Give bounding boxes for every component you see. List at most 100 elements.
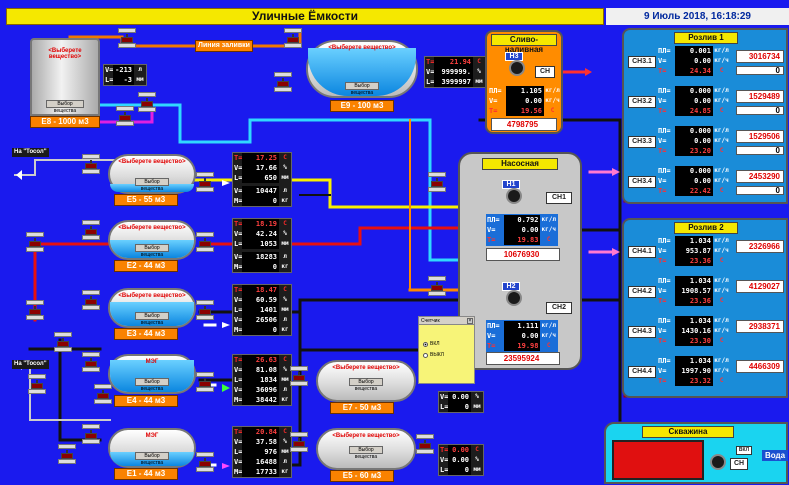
flowmeter-channel-button[interactable]: СН4.4 [628, 366, 656, 378]
unit: % [475, 456, 479, 463]
label-v: V= [489, 97, 498, 105]
valve[interactable] [26, 300, 44, 320]
e9-l-value: 3999997 [434, 77, 473, 87]
flowmeter-channel-button[interactable]: СН3.2 [628, 96, 656, 108]
pump-h2[interactable]: Н2 [502, 282, 528, 308]
valve[interactable] [54, 332, 72, 352]
tank-e4[interactable]: МЭГ Выбор вещества [108, 354, 196, 394]
close-icon[interactable]: × [467, 318, 473, 324]
select-substance-button[interactable]: Выбор вещества [135, 178, 169, 192]
channel-t-value: 24.34 [675, 66, 713, 76]
radio-on[interactable]: ВКЛ [423, 341, 474, 347]
select-substance-button[interactable]: Выбор вещества [46, 100, 84, 114]
select-substance-button[interactable]: Выбор вещества [135, 378, 169, 392]
e2-m-value: 0 [242, 262, 279, 272]
unit: С [719, 67, 724, 74]
pump-well[interactable] [710, 454, 732, 472]
flowmeter-ch-button[interactable]: СН [535, 66, 555, 78]
valve[interactable] [118, 28, 136, 48]
label-v: V= [658, 177, 667, 185]
valve[interactable] [82, 290, 100, 310]
valve[interactable] [416, 434, 434, 454]
select-substance-button[interactable]: Выбор вещества [349, 378, 383, 392]
unit: С [283, 286, 287, 293]
e7-v-value: 0.00 [448, 392, 471, 402]
select-substance-button[interactable]: Выбор вещества [135, 244, 169, 258]
channel-v-value: 1997.90 [675, 366, 713, 376]
valve[interactable] [28, 374, 46, 394]
select-substance-button[interactable]: Выбор вещества [135, 312, 169, 326]
tank-e2[interactable]: <Выберете вещество> Выбор вещества [108, 220, 196, 260]
valve[interactable] [138, 92, 156, 112]
label-v: V= [234, 230, 243, 238]
tank-e8[interactable]: <Выберете вещество> Выбор вещества [30, 38, 100, 116]
channel-t-value: 22.42 [675, 186, 713, 196]
valve[interactable] [284, 28, 302, 48]
valve[interactable] [116, 106, 134, 126]
flowmeter-channel-button[interactable]: СН4.3 [628, 326, 656, 338]
tank-e2-name: Е2 - 44 м3 [114, 260, 178, 272]
valve[interactable] [82, 154, 100, 174]
valve[interactable] [196, 232, 214, 252]
valve[interactable] [428, 276, 446, 296]
valve[interactable] [82, 352, 100, 372]
unit: % [475, 393, 479, 400]
valve[interactable] [82, 220, 100, 240]
tank-e7[interactable]: <Выберете вещество> Выбор вещества [316, 360, 416, 402]
pump-h3[interactable]: Н3 [505, 52, 531, 78]
well-on-button[interactable]: ВКЛ [736, 446, 752, 455]
label-t: T= [487, 236, 496, 244]
flowmeter-channel-button[interactable]: СН4.1 [628, 246, 656, 258]
unit: мм [281, 240, 289, 247]
unit: мм [281, 376, 289, 383]
tank-e1[interactable]: МЭГ Выбор вещества [108, 428, 196, 468]
label-v: V= [105, 66, 114, 74]
channel-total-counter: 4129027 [736, 280, 784, 293]
flowmeter-ch1-button[interactable]: СН1 [546, 192, 572, 204]
select-substance-label: <Выберете вещество> [48, 48, 82, 60]
flowmeter-channel-button[interactable]: СН3.1 [628, 56, 656, 68]
valve[interactable] [196, 372, 214, 392]
unit: % [283, 164, 287, 171]
tank-e5-55[interactable]: <Выберете вещество> Выбор вещества [108, 154, 196, 194]
unit: кг/ч [541, 332, 556, 339]
tank-e5-60[interactable]: <Выберете вещество> Выбор вещества [316, 428, 416, 470]
valve[interactable] [290, 366, 308, 386]
unit: кг/ч [714, 247, 729, 254]
tank-e9[interactable]: <Выберете вещество> Выбор вещества [306, 40, 418, 98]
pump-h1[interactable]: Н1 [502, 180, 528, 206]
tank-e3[interactable]: <Выберете вещество> Выбор вещества [108, 288, 196, 328]
valve[interactable] [196, 300, 214, 320]
valve[interactable] [428, 172, 446, 192]
radio-off[interactable]: ВЫКЛ [423, 352, 474, 358]
select-substance-button[interactable]: Выбор вещества [345, 82, 379, 96]
valve[interactable] [82, 424, 100, 444]
valve[interactable] [58, 444, 76, 464]
label-l: L= [234, 174, 243, 182]
flowmeter-channel-button[interactable]: СН3.3 [628, 136, 656, 148]
e7-l-value: 0 [448, 402, 471, 412]
pump2-total-counter: 23595924 [486, 352, 560, 365]
unit: кг/л [714, 47, 729, 54]
valve[interactable] [274, 72, 292, 92]
label-pl: ПЛ= [658, 127, 671, 135]
valve[interactable] [196, 172, 214, 192]
outlet-label-tosol-1: На "Тосол" [12, 148, 49, 157]
select-substance-button[interactable]: Выбор вещества [135, 452, 169, 466]
unit: % [283, 296, 287, 303]
flowmeter-channel-button[interactable]: СН4.2 [628, 286, 656, 298]
substance-label: МЭГ [145, 359, 159, 365]
valve[interactable] [196, 452, 214, 472]
well-ch-button[interactable]: СН [730, 458, 748, 470]
sliv-v-value: 0.00 [506, 96, 544, 106]
flowmeter-channel-button[interactable]: СН3.4 [628, 176, 656, 188]
select-substance-button[interactable]: Выбор вещества [349, 446, 383, 460]
select-substance-label: <Выберете вещество> [118, 293, 186, 299]
valve[interactable] [290, 432, 308, 452]
flowmeter-ch2-button[interactable]: СН2 [546, 302, 572, 314]
valve[interactable] [26, 232, 44, 252]
valve[interactable] [94, 384, 112, 404]
